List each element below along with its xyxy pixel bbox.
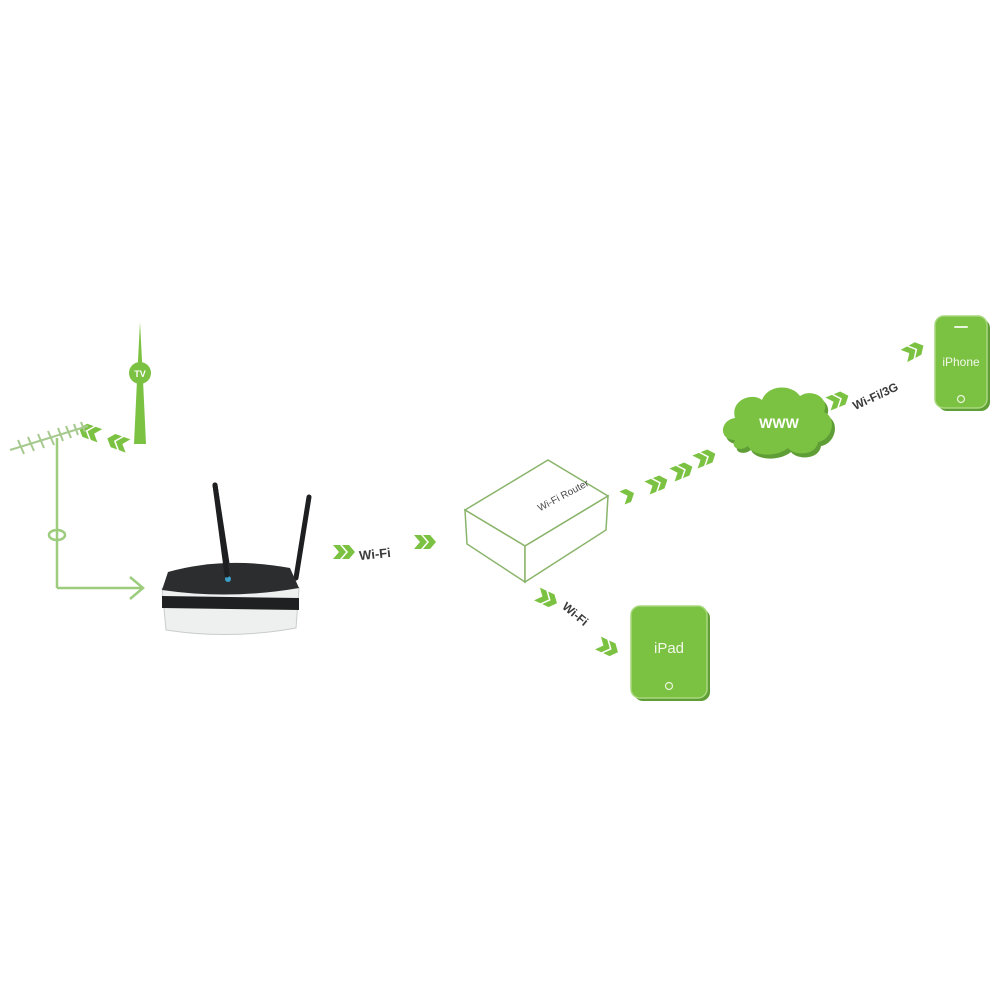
antenna-icon <box>9 421 145 600</box>
internet-link-arrows <box>619 447 719 505</box>
ipad-link-arrows: Wi-Fi <box>534 587 621 659</box>
internet-cloud-icon: WWW <box>722 387 835 459</box>
iphone-link-label: Wi-Fi/3G <box>850 380 900 413</box>
tv-tower-icon: TV <box>129 322 151 444</box>
ipad-label: iPad <box>654 640 684 657</box>
ipad-icon: iPad <box>630 605 710 701</box>
wifi-router-box-icon: Wi-Fi Router <box>463 459 610 584</box>
iphone-icon: iPhone <box>934 315 990 411</box>
wifi-router-device-icon <box>161 482 312 636</box>
iphone-link-arrows: Wi-Fi/3G <box>825 339 927 413</box>
cloud-label: WWW <box>759 415 799 431</box>
wifi-link-arrows: Wi-Fi <box>333 535 436 563</box>
wifi-link-label: Wi-Fi <box>358 545 391 563</box>
iphone-label: iPhone <box>942 355 980 369</box>
ipad-link-label: Wi-Fi <box>560 599 591 629</box>
tv-label: TV <box>134 369 146 379</box>
